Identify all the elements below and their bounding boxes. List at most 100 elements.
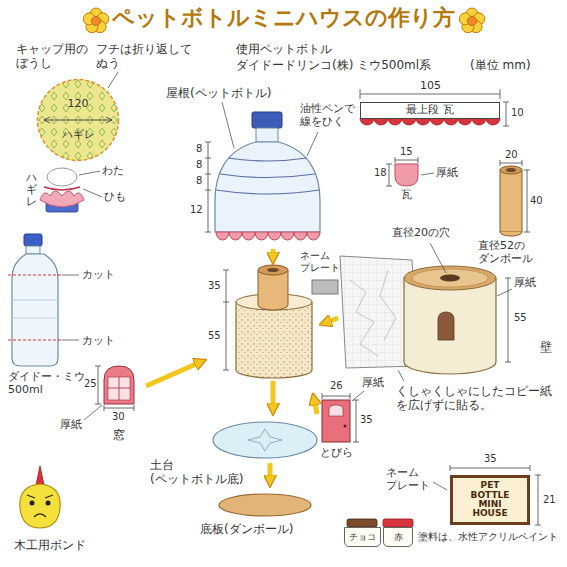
cut-note: カット [82,268,115,281]
paper-crease [380,270,396,340]
bottle-ring [12,300,58,318]
note: キャップ用の ぼうし [16,42,106,71]
part-name: 土台 (ペットボトル底) [150,458,258,487]
fabric-circle-text: 120 [68,98,89,111]
leader-line [222,102,234,148]
paint-jar: 赤 [383,527,413,547]
assembly-arrow [271,381,276,404]
chimney-tube-bottom [500,232,522,236]
dimension: 10 [511,107,524,119]
part-name: 壁 [540,340,552,354]
roof-neck [256,128,278,142]
unit-note: (単位 mm) [470,58,531,72]
fabric-circle-shape [38,80,119,161]
tile-strip: 最上段 瓦 [360,102,500,119]
note: くしゃくしゃにしたコピー紙 を広げずに貼る。 [396,384,564,413]
diameter-line [44,120,112,121]
leader-line [433,482,447,490]
material-name: 厚紙 [362,376,384,389]
window-pane [108,377,130,400]
leader-line [497,289,512,296]
chimney-hole [267,268,279,272]
diameter-arrow [44,117,50,123]
dimension-line [322,393,359,442]
glue-eye [30,501,35,506]
dimension: 15 [400,146,413,158]
house-chimney [258,270,288,310]
material-name: 厚紙 [514,276,536,289]
note: 塗料は、水性アクリルペイント [418,531,558,543]
dimension: 25 [84,378,97,390]
assembly-arrow [271,249,276,253]
paint-lid [383,519,413,527]
window-bar [108,377,130,400]
fabric-circle-outline [36,78,120,162]
roof-tiles [216,232,320,240]
part-name: 屋根(ペットボトル) [166,86,271,100]
fabric-circle: 120 ハギレ [36,78,120,162]
door [322,400,350,442]
fabric-circle-text: ハギレ [62,129,95,142]
note: フチは折り返して ぬう [96,42,204,71]
cardboard-base-plate [219,494,311,516]
name-plate: PET BOTTLE MINI HOUSE [450,475,530,525]
glue-brow [27,495,53,498]
bottle-neck [26,246,40,254]
glue-eye [46,501,51,506]
dimension-line [500,160,530,232]
leader-line [84,405,102,420]
glue-body [20,484,60,528]
diameter-arrow [106,117,112,123]
house-wall [236,302,312,378]
dimension: 55 [514,312,527,324]
part-name: 底板(ダンボール) [200,522,293,536]
leader-line [307,132,318,156]
door-knob [344,425,347,428]
paint-jar-text: 赤 [394,532,403,542]
dimension: 35 [360,414,373,426]
wall-opening [438,312,454,340]
bottle-body [12,254,58,366]
dimension: 55 [208,330,221,342]
chimney-hole [506,168,516,172]
dimension: 26 [330,380,343,392]
assembly-arrow [330,318,338,321]
bottle-bottom-star [248,429,282,451]
dimension-line [95,366,134,411]
dimension-line [386,157,418,186]
dimension: 35 [484,453,497,465]
note: 直径20の穴 [392,226,450,239]
material-name: ハギレ [26,172,37,208]
cardboard-disc [404,266,496,290]
flower [83,8,108,33]
dimension-line [450,465,541,525]
flower [459,8,484,33]
material-name: 厚紙 [60,418,82,431]
part-name: ネーム プレート [300,250,350,274]
dimension: 8 [196,175,202,187]
name-plate-text: PET BOTTLE MINI HOUSE [467,481,513,519]
part-name: とびら [320,446,353,459]
small-plate [312,280,338,294]
leader-line [62,275,79,340]
marker-line [216,158,319,194]
dimension-line [205,142,211,232]
dimension: 20 [505,149,518,161]
window [104,366,134,404]
dimension: 40 [530,195,543,207]
dimension: 18 [374,167,387,179]
leader-line [108,72,118,88]
cardboard-disc-inner [412,269,488,287]
part-name: 木工用ボンド [14,538,86,552]
leader-line [352,391,364,401]
dimension: 105 [420,79,441,92]
note: 使用ペットボトル [236,42,332,56]
dimension: 30 [112,411,125,423]
assembly-arrow [268,463,273,476]
material-name: わた [102,164,124,177]
material-name: ひも [104,190,126,203]
roof-bottle [215,142,320,232]
assembly-arrow [315,404,317,414]
dimension-line [223,270,229,370]
bottle-cap [24,234,42,246]
